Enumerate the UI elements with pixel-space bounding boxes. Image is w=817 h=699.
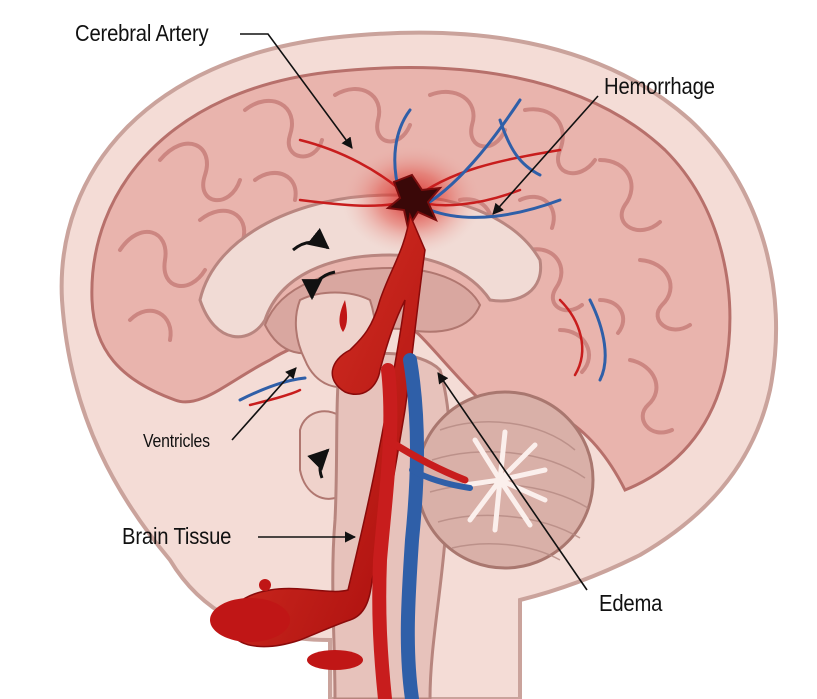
cortical-veins [238,98,607,402]
hemorrhage-core [385,173,443,231]
leader-cerebral-artery [240,33,353,149]
blood-pool [210,598,290,642]
blood-drop-small [259,579,271,591]
label-cerebral-artery: Cerebral Artery [75,20,209,46]
blood-drip [339,300,348,332]
leader-hemorrhage [492,95,599,215]
curved-arrow-icon [292,227,330,252]
vein-branch [409,467,473,491]
leader-edema [437,372,588,591]
gyri-folds [118,87,692,435]
label-brain-tissue: Brain Tissue [122,523,232,549]
artery-branch [384,436,469,484]
label-hemorrhage: Hemorrhage [604,73,715,99]
main-artery [372,363,398,699]
cerebellum [415,390,595,570]
curved-arrow-icon [307,448,330,479]
blood-drop [307,650,363,670]
leader-ventricles [231,367,297,441]
label-ventricles: Ventricles [143,431,210,451]
curved-arrow-icon [301,270,336,301]
main-vein [400,353,424,699]
label-edema: Edema [599,590,663,616]
